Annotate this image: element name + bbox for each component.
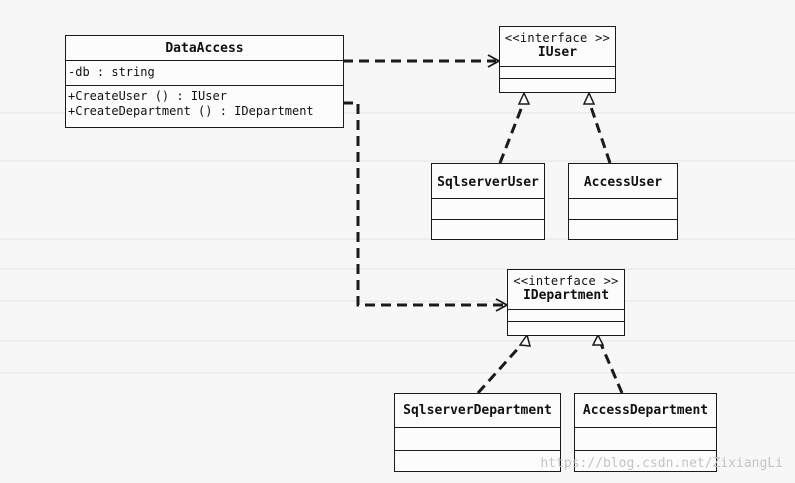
interface-iuser-name: IUser <box>537 45 578 60</box>
class-dataaccess-name: DataAccess <box>165 41 244 56</box>
interface-iuser: <<interface >> IUser <box>499 26 616 93</box>
realization-head-idepartment-right <box>591 333 605 346</box>
class-sqlserveruser: SqlserverUser <box>431 163 545 240</box>
class-sqlserveruser-name: SqlserverUser <box>437 175 539 190</box>
interface-iuser-stereotype: <<interface >> <box>504 31 611 45</box>
class-accessuser-name: AccessUser <box>583 175 663 190</box>
watermark: https://blog.csdn.net/ZixiangLi <box>540 456 783 471</box>
class-dataaccess-attributes: -db : string <box>66 60 343 85</box>
interface-idepartment-name: IDepartment <box>522 288 610 303</box>
realization-accessuser-iuser <box>588 103 612 164</box>
class-dataaccess-operations: +CreateUser () : IUser +CreateDepartment… <box>66 85 343 119</box>
interface-idepartment-stereotype: <<interface >> <box>513 274 619 288</box>
class-sqlserverdepartment-name: SqlserverDepartment <box>403 403 552 418</box>
realization-accessdepartment-idepartment <box>599 343 624 394</box>
class-sqlserverdepartment: SqlserverDepartment <box>394 393 561 472</box>
operation-createdepartment: +CreateDepartment () : IDepartment <box>68 104 314 118</box>
attribute-db: -db : string <box>68 65 155 79</box>
class-accessdepartment: AccessDepartment <box>574 393 717 472</box>
class-accessdepartment-name: AccessDepartment <box>582 403 709 418</box>
class-dataaccess: DataAccess -db : string +CreateUser () :… <box>65 35 344 128</box>
operation-createuser: +CreateUser () : IUser <box>68 89 227 103</box>
interface-idepartment: <<interface >> IDepartment <box>507 269 625 336</box>
realization-sqlserveruser-iuser <box>498 103 525 164</box>
realization-sqlserverdepartment-idepartment <box>476 342 524 395</box>
realization-head-idepartment-left <box>518 333 532 347</box>
class-accessuser: AccessUser <box>568 163 678 240</box>
realization-head-iuser-left <box>517 91 531 105</box>
dependency-dataaccess-idepartment <box>343 101 505 307</box>
realization-head-iuser-right <box>582 91 596 105</box>
